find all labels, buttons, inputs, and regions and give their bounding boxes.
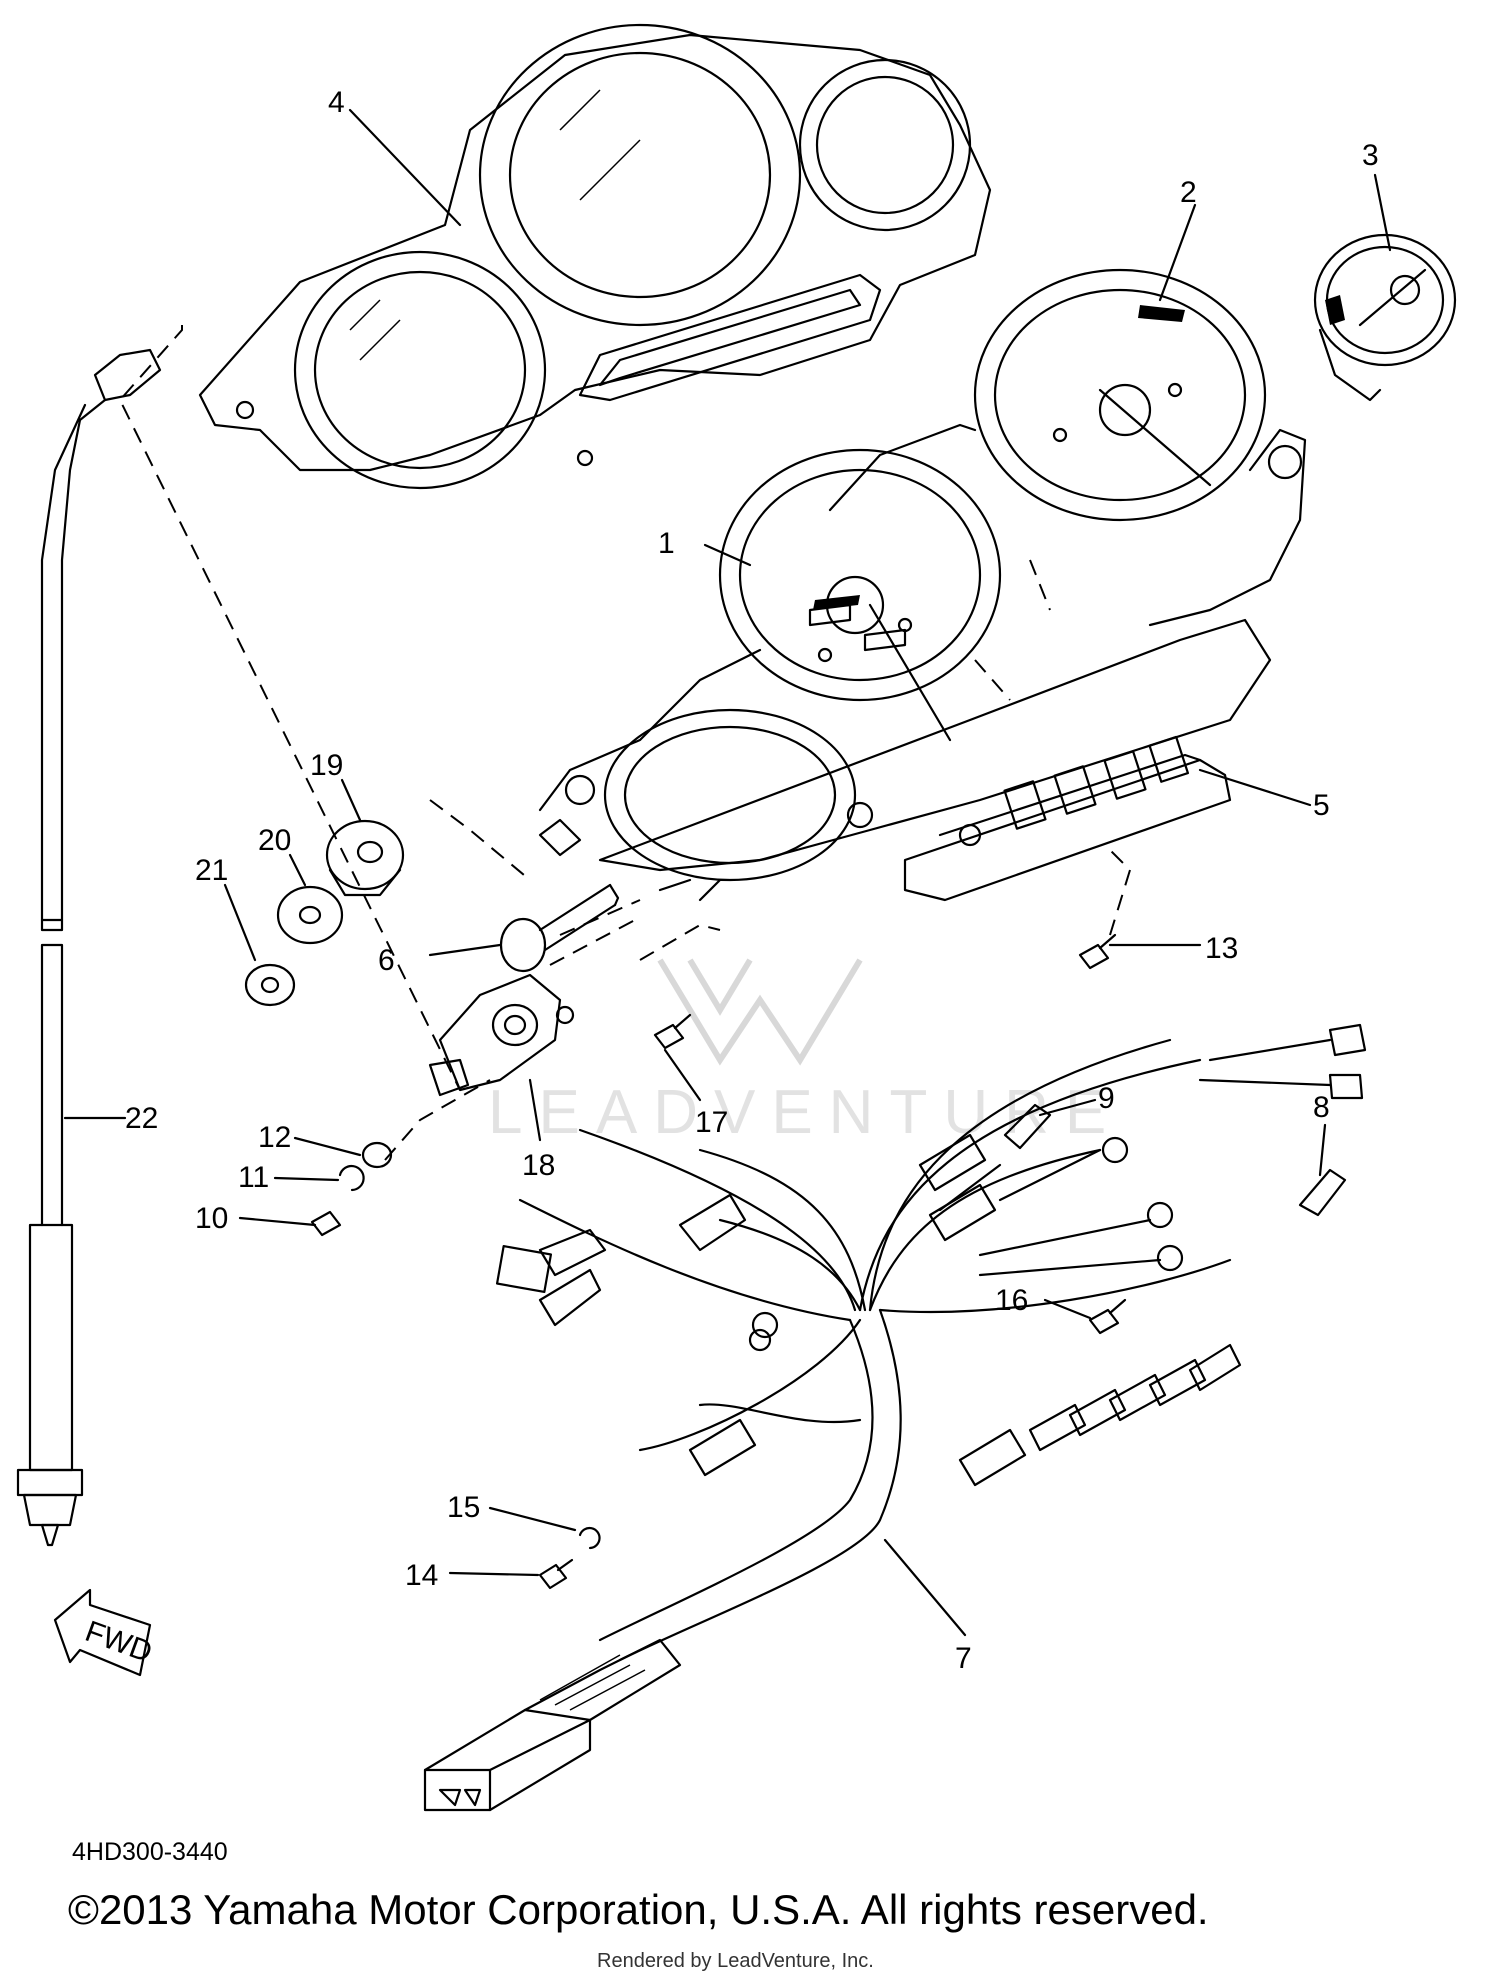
rendered-by-note: Rendered by LeadVenture, Inc. [597, 1950, 874, 1972]
callout-20: 20 [258, 824, 291, 857]
meter-lower-case [538, 618, 1272, 902]
forward-arrow-icon: FWD [53, 1588, 156, 1677]
callout-4: 4 [328, 86, 345, 119]
fasteners [310, 933, 1127, 1590]
callout-10: 10 [195, 1202, 228, 1235]
tachometer-assembly [828, 268, 1307, 627]
callout-7: 7 [955, 1642, 972, 1675]
callout-3: 3 [1362, 139, 1379, 172]
speedometer-cable [16, 348, 162, 1547]
callout-2: 2 [1180, 176, 1197, 209]
callout-13: 13 [1205, 932, 1238, 965]
callout-18: 18 [522, 1149, 555, 1182]
speedometer-assembly [718, 448, 1002, 742]
grommet-parts [244, 819, 405, 1007]
callout-21: 21 [195, 854, 228, 887]
alignment-lines [118, 325, 1132, 1161]
callout-11: 11 [238, 1161, 269, 1194]
callout-22: 22 [125, 1102, 158, 1135]
watermark-logo [657, 958, 863, 1066]
callout-8: 8 [1313, 1091, 1330, 1124]
callout-17: 17 [695, 1106, 728, 1139]
callout-16: 16 [995, 1284, 1028, 1317]
leader-lines [63, 108, 1392, 1637]
callout-1: 1 [658, 527, 675, 560]
drive-gear [499, 883, 620, 973]
callout-numbers: 1 2 3 4 5 6 7 8 9 10 11 12 13 14 15 16 1… [125, 86, 1379, 1675]
callout-12: 12 [258, 1121, 291, 1154]
speedometer-gear-box [428, 973, 575, 1097]
indicator-light-panel [903, 735, 1232, 902]
copyright-notice: ©2013 Yamaha Motor Corporation, U.S.A. A… [68, 1886, 1209, 1933]
watermark-text: LEADVENTURE [488, 1078, 1122, 1147]
callout-14: 14 [405, 1559, 438, 1592]
diagram-part-code: 4HD300-3440 [72, 1838, 228, 1866]
wire-harness [423, 1023, 1367, 1812]
small-gauge-unit [1313, 233, 1457, 402]
callout-9: 9 [1098, 1082, 1115, 1115]
callout-15: 15 [447, 1491, 480, 1524]
callout-5: 5 [1313, 789, 1330, 822]
meter-housing-cover [198, 23, 992, 490]
callout-19: 19 [310, 749, 343, 782]
callout-6: 6 [378, 944, 395, 977]
